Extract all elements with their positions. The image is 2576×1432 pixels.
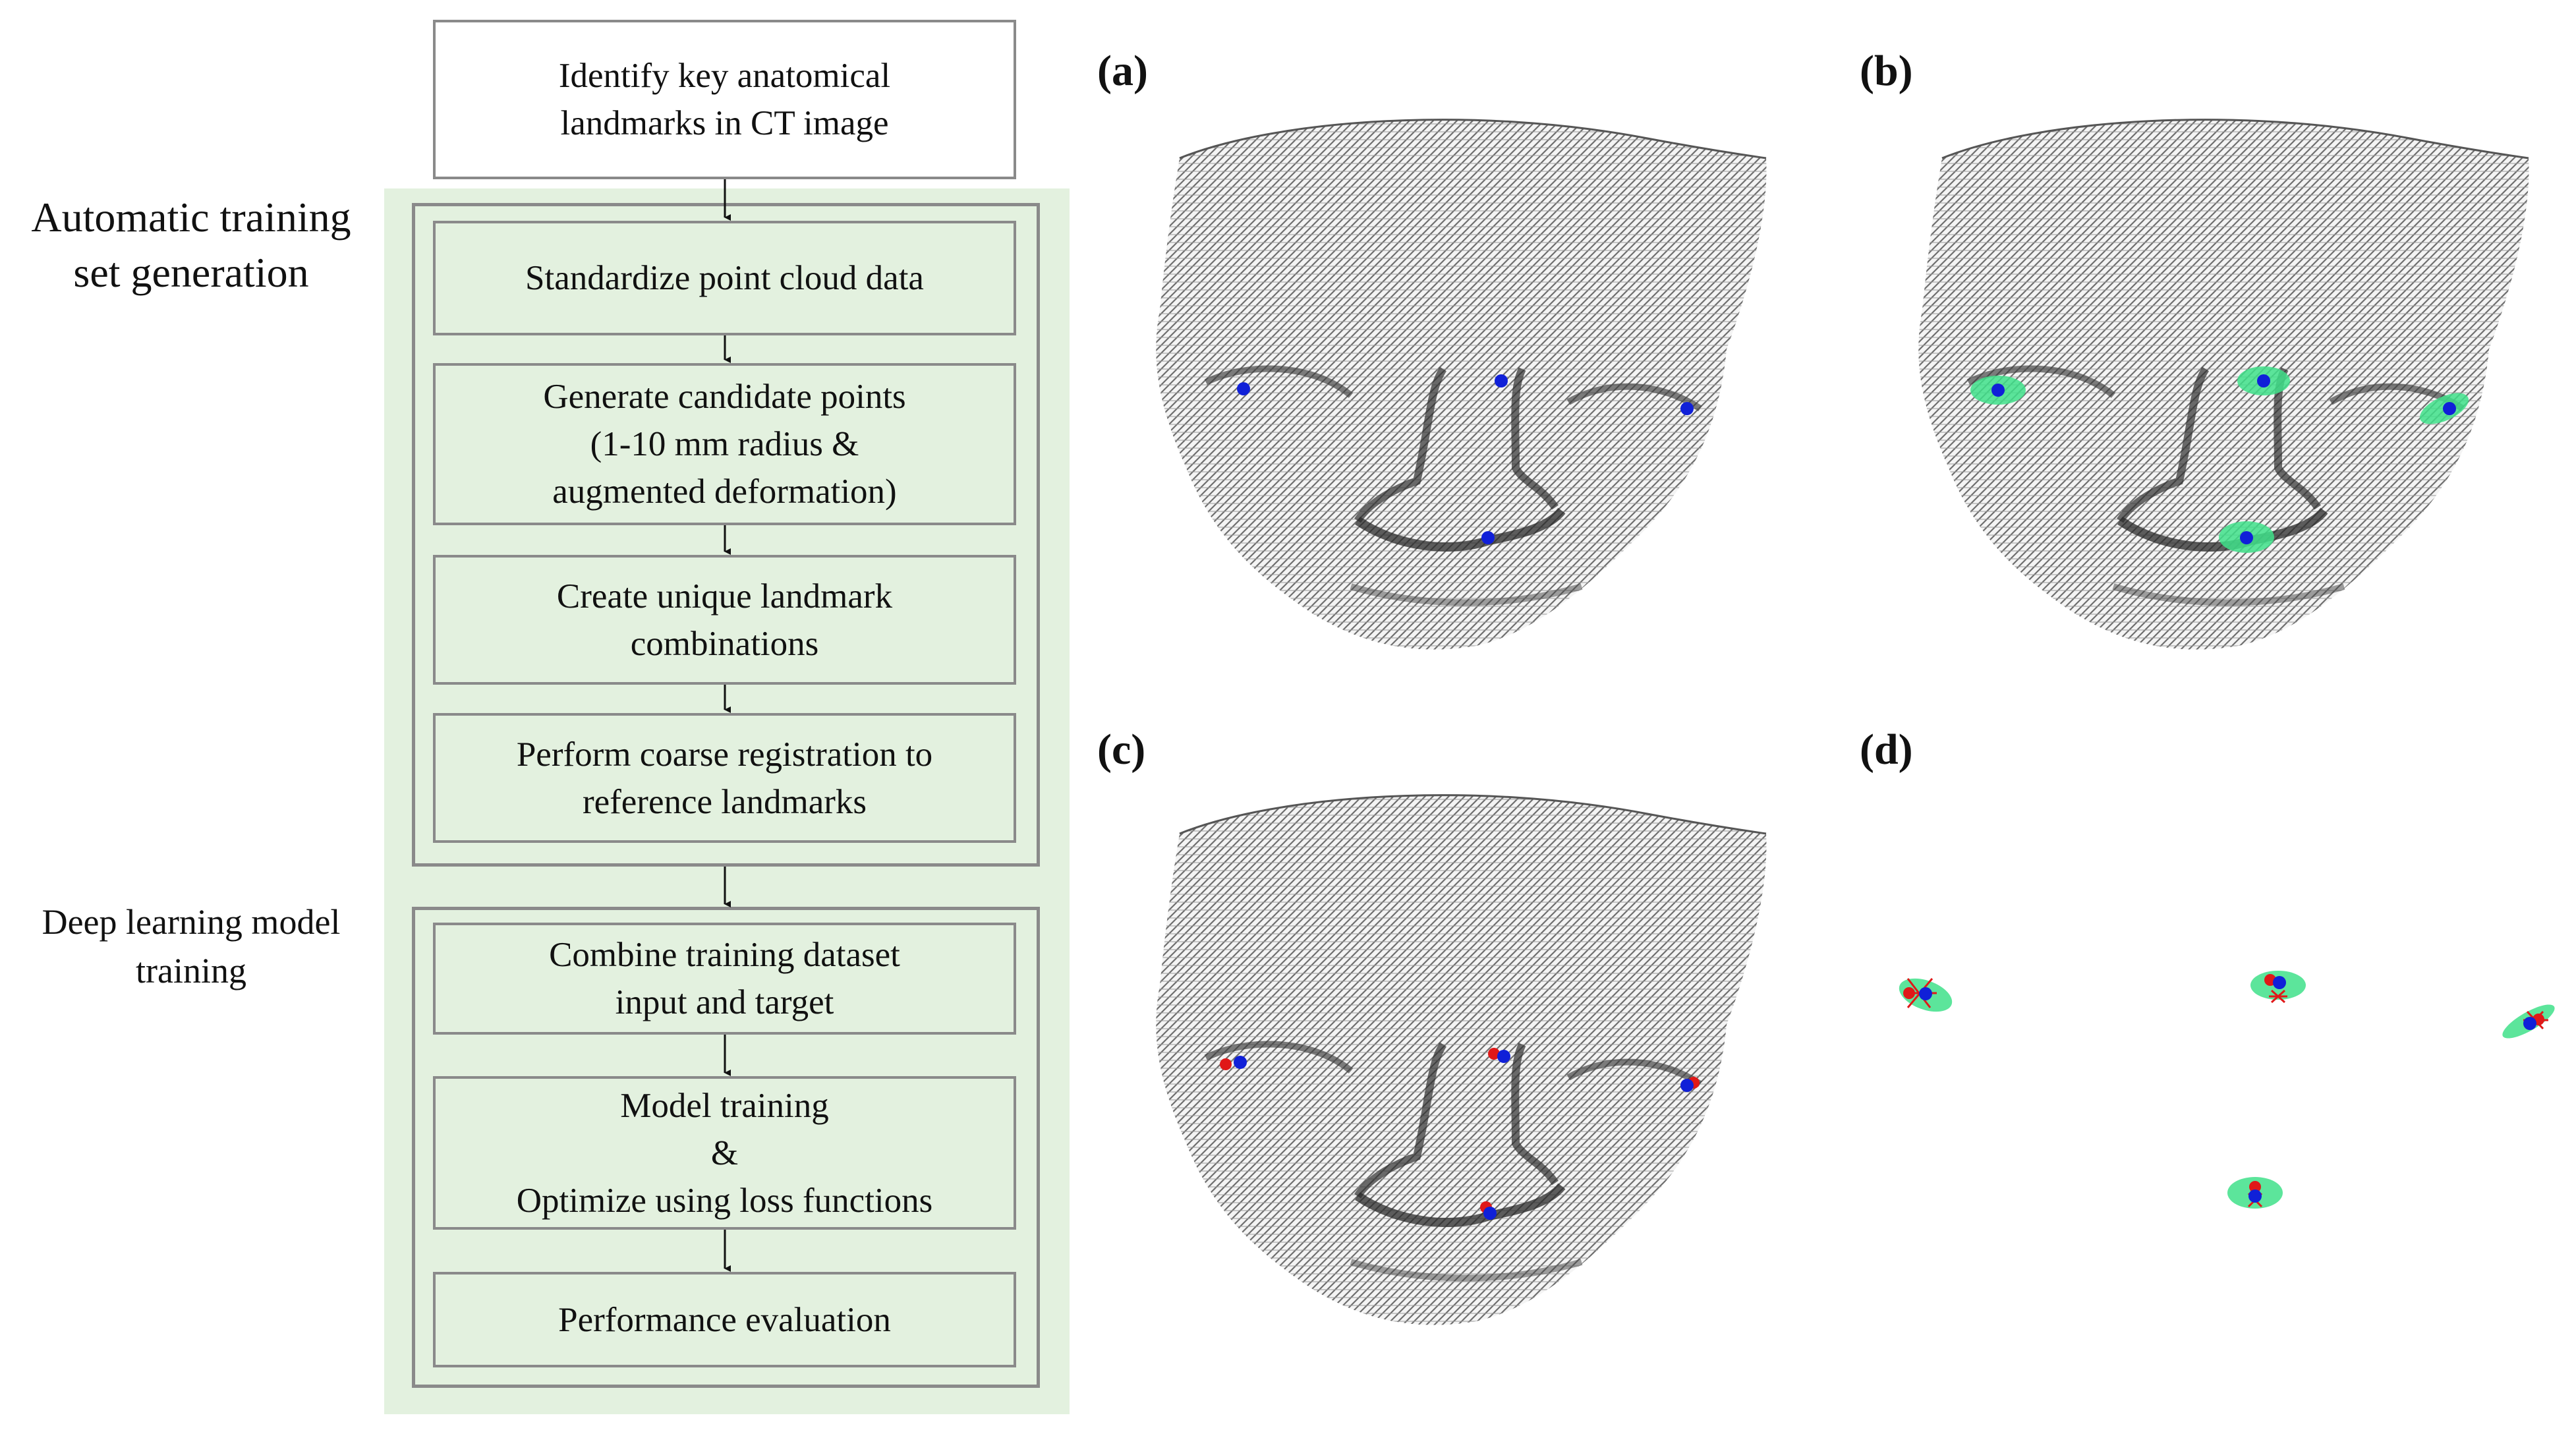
step-create-combinations-box: Create unique landmark combinations [433,555,1016,685]
predicted-right-eye [1220,1058,1232,1070]
identify-landmarks-box: Identify key anatomical landmarks in CT … [433,20,1016,179]
step-generate-candidates-box: Generate candidate points (1-10 mm radiu… [433,363,1016,525]
panel-label-a: (a) [1097,47,1148,95]
group1-label: Automatic training set generation [31,194,351,296]
step-performance-eval-box: Performance evaluation [433,1272,1016,1367]
cluster-nasion [2250,971,2306,1004]
landmark-nasion [1495,374,1508,387]
landmark-right-eye [1234,1056,1247,1069]
predicted-nasion [1488,1048,1500,1060]
cluster-left-eye [2502,1004,2555,1039]
step-model-training-box: Model training & Optimize using loss fun… [433,1076,1016,1230]
landmark-left-eye [1680,1079,1694,1092]
landmark-right-eye [1237,382,1250,395]
landmark-nose-tip [1483,1207,1497,1220]
step-combine-dataset-box: Combine training dataset input and targe… [433,923,1016,1035]
panel-label-d: (d) [1860,726,1913,774]
landmark-left-eye [1680,402,1694,415]
step-standardize-box: Standardize point cloud data [433,221,1016,335]
model-training-group-frame [412,907,1040,1388]
cluster-right-eye [1899,978,1953,1012]
landmark-nasion [1497,1050,1510,1063]
group2-label: Deep learning model training [42,902,341,990]
panel-label-c: (c) [1097,726,1146,774]
landmark-nose-tip [1481,531,1495,544]
panel-a-face [1133,112,1792,692]
panel-b-face [1896,112,2555,692]
cluster-nose-tip [2227,1177,2283,1209]
panel-c-face [1133,788,1792,1367]
step-coarse-registration-box: Perform coarse registration to reference… [433,713,1016,843]
panel-label-b: (b) [1860,47,1913,95]
panel-d-landmarks [1899,971,2555,1209]
